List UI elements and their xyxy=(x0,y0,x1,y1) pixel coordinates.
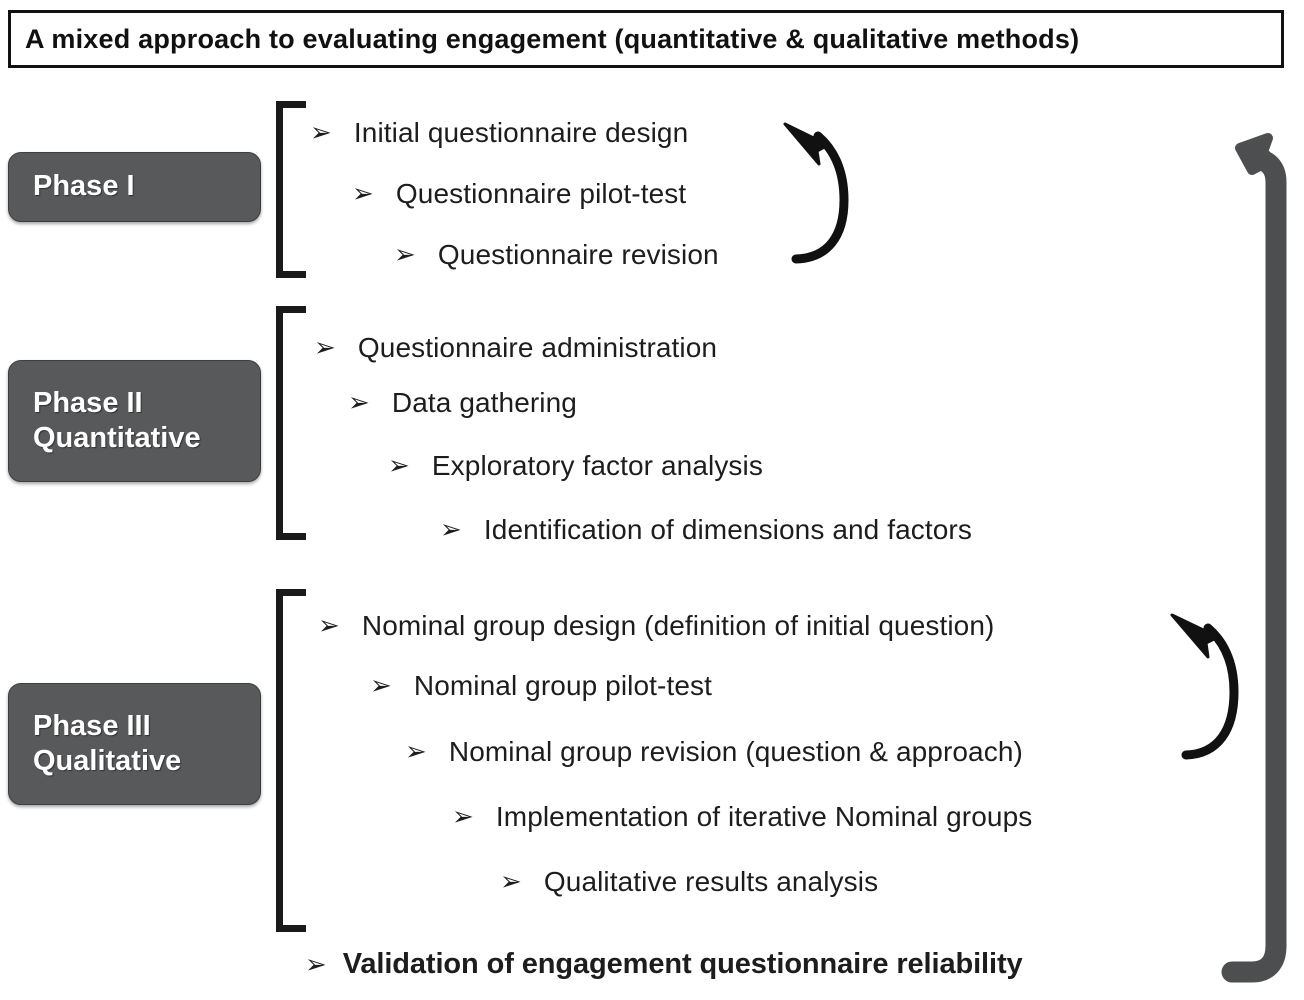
phase-1-step-2: ➢ Questionnaire pilot-test xyxy=(352,178,686,210)
phase-label-box-phase-2: Phase II Quantitative xyxy=(8,360,261,482)
phase-2-step-3-text: Exploratory factor analysis xyxy=(431,450,763,481)
final-validation-step: ➢ Validation of engagement questionnaire… xyxy=(305,948,1023,981)
phase-2-label-line-2: Quantitative xyxy=(33,422,201,454)
phase-label-box-phase-1: Phase I xyxy=(8,152,261,222)
phase-3-feedback-arrow-icon xyxy=(1170,613,1239,760)
phase-1-bracket xyxy=(276,101,306,278)
phase-3-step-1-text: Nominal group design (definition of init… xyxy=(361,610,995,641)
phase-1-step-3-text: Questionnaire revision xyxy=(437,239,719,270)
bullet-arrow-icon: ➢ xyxy=(394,239,416,269)
phase-2-bracket xyxy=(276,306,306,540)
phase-label-box-phase-3: Phase III Qualitative xyxy=(8,683,261,805)
bullet-arrow-icon: ➢ xyxy=(388,450,410,480)
bullet-arrow-icon: ➢ xyxy=(500,866,522,896)
phase-1-feedback-arrow-icon xyxy=(783,122,849,264)
phase-2-step-2-text: Data gathering xyxy=(391,387,577,418)
phase-1-step-2-text: Questionnaire pilot-test xyxy=(395,178,687,209)
phase-2-step-2: ➢ Data gathering xyxy=(348,387,577,419)
phase-3-label-line-2: Qualitative xyxy=(33,745,182,777)
phase-1-step-1: ➢ Initial questionnaire design xyxy=(310,117,688,149)
phase-1-step-1-text: Initial questionnaire design xyxy=(353,117,689,148)
phase-1-label-line-1: Phase I xyxy=(33,170,135,203)
phase-1-step-3: ➢ Questionnaire revision xyxy=(394,239,719,271)
phase-2-step-1-text: Questionnaire administration xyxy=(357,332,718,363)
global-validation-loop-arrow-icon xyxy=(1221,133,1287,983)
phase-3-step-5-text: Qualitative results analysis xyxy=(543,866,879,897)
bullet-arrow-icon: ➢ xyxy=(318,610,340,640)
phase-2-step-4: ➢ Identification of dimensions and facto… xyxy=(440,514,972,546)
phase-3-step-4: ➢ Implementation of iterative Nominal gr… xyxy=(452,801,1032,833)
phase-3-step-2: ➢ Nominal group pilot-test xyxy=(370,670,712,702)
phase-2-label-line-1: Phase II xyxy=(33,386,143,419)
phase-3-step-4-text: Implementation of iterative Nominal grou… xyxy=(495,801,1033,832)
bullet-arrow-icon: ➢ xyxy=(440,514,462,544)
title-banner: A mixed approach to evaluating engagemen… xyxy=(8,10,1284,68)
phase-2-step-4-text: Identification of dimensions and factors xyxy=(483,514,972,545)
phase-2-step-1: ➢ Questionnaire administration xyxy=(314,332,717,364)
bullet-arrow-icon: ➢ xyxy=(370,670,392,700)
bullet-arrow-icon: ➢ xyxy=(310,117,332,147)
phase-3-step-3-text: Nominal group revision (question & appro… xyxy=(448,736,1023,767)
phase-3-bracket xyxy=(276,589,306,932)
phase-2-step-3: ➢ Exploratory factor analysis xyxy=(388,450,763,482)
final-validation-step-text: Validation of engagement questionnaire r… xyxy=(342,948,1023,980)
bullet-arrow-icon: ➢ xyxy=(452,801,474,831)
bullet-arrow-icon: ➢ xyxy=(348,387,370,417)
phase-3-step-2-text: Nominal group pilot-test xyxy=(413,670,712,701)
bullet-arrow-icon: ➢ xyxy=(405,736,427,766)
phase-3-step-5: ➢ Qualitative results analysis xyxy=(500,866,878,898)
phase-3-step-3: ➢ Nominal group revision (question & app… xyxy=(405,736,1023,768)
bullet-arrow-icon: ➢ xyxy=(305,948,327,979)
phase-3-label-line-1: Phase III xyxy=(33,709,151,742)
bullet-arrow-icon: ➢ xyxy=(314,332,336,362)
bullet-arrow-icon: ➢ xyxy=(352,178,374,208)
diagram-title: A mixed approach to evaluating engagemen… xyxy=(25,23,1080,54)
phase-3-step-1: ➢ Nominal group design (definition of in… xyxy=(318,610,994,642)
